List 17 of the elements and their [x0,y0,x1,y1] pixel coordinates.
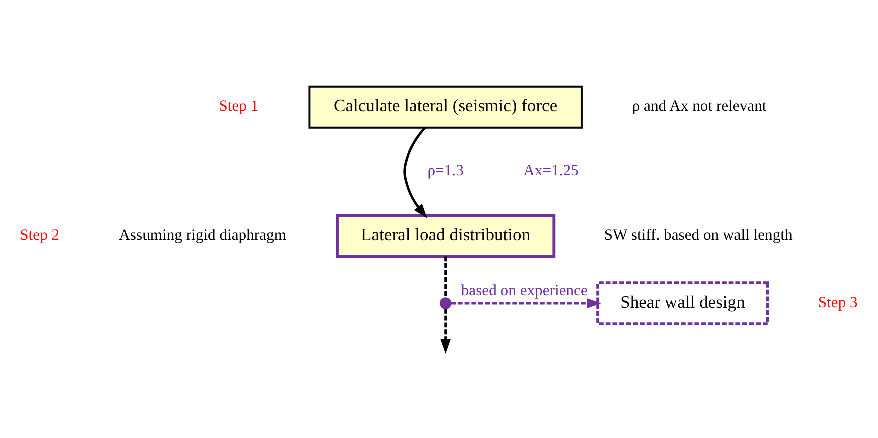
node-label: Step 3 [818,294,858,312]
node-box: Calculate lateral (seismic) force [308,86,583,129]
edge-label: based on experience [461,282,588,300]
label: Ax=1.25 [524,162,579,180]
arrow [451,298,602,309]
node-label: SW stiff. based on wall length [604,226,793,244]
arrow [404,127,428,219]
arrow [440,309,451,354]
connector [444,256,448,298]
node-circle [440,298,452,310]
node-label: Step 2 [20,226,60,244]
node-label: ρ and Ax not relevant [632,98,767,116]
node-box: Lateral load distribution [336,214,556,258]
node-box: Shear wall design [596,282,770,326]
node-label: Assuming rigid diaphragm [119,226,287,244]
label: ρ=1.3 [428,162,464,180]
node-label: Step 1 [219,98,259,116]
